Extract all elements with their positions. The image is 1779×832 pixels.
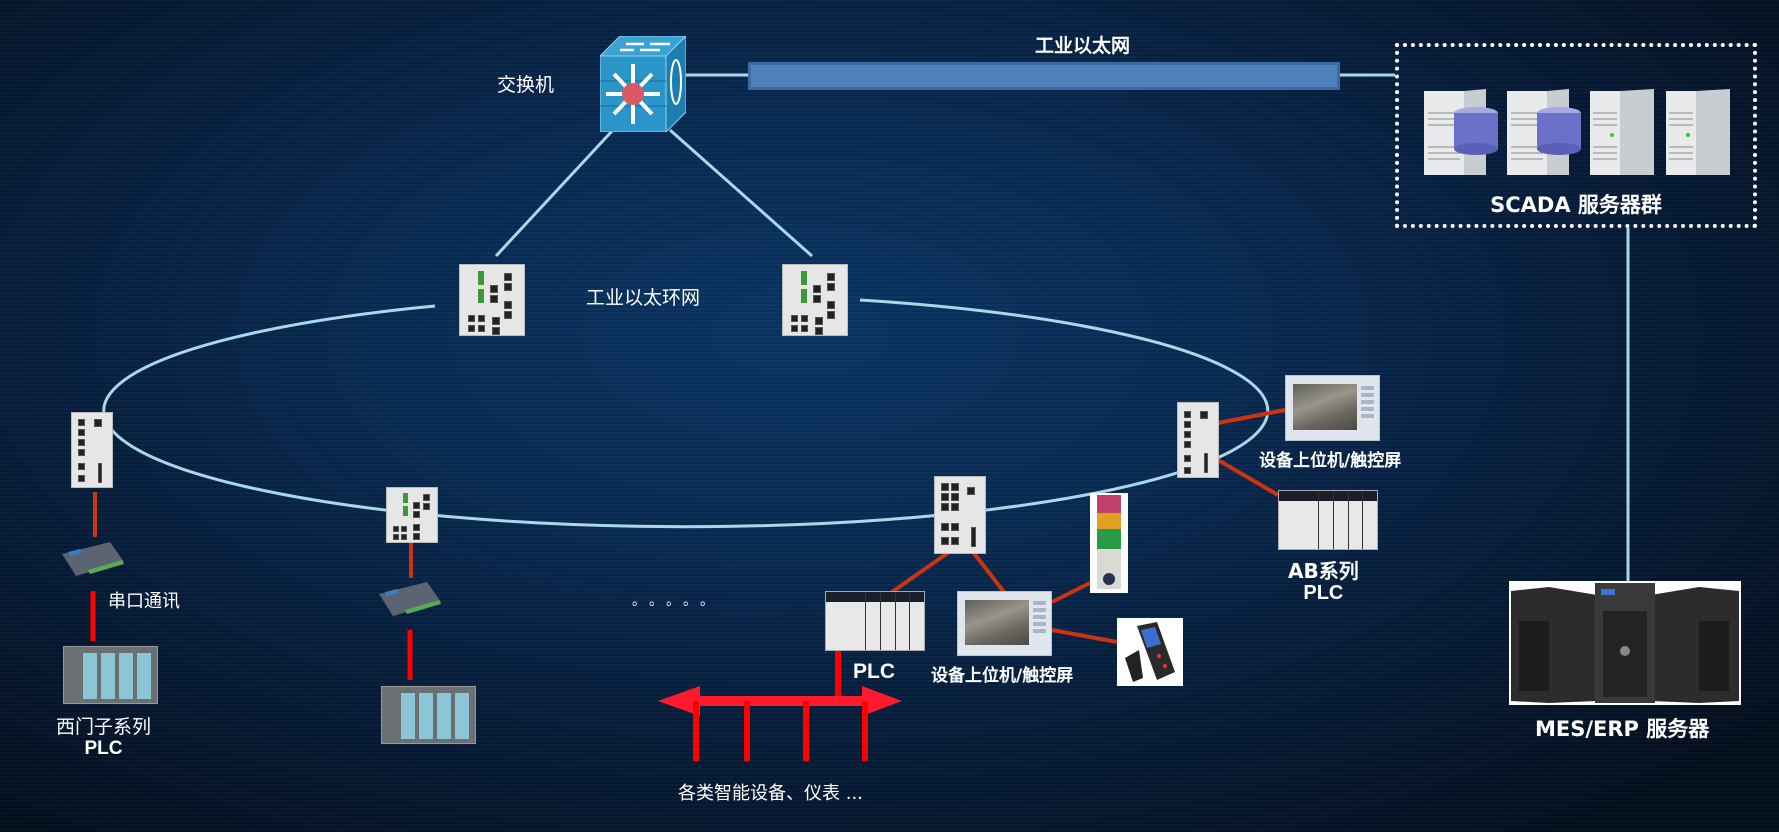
- right-hmi-label: 设备上位机/触控屏: [1259, 451, 1402, 471]
- fieldbus-double-arrow: [658, 686, 902, 716]
- link-core-to-ring-left: [494, 128, 615, 258]
- db-server-icon: [1424, 89, 1499, 179]
- link-core-to-ring-right: [669, 128, 813, 258]
- server-icon: [1590, 89, 1656, 179]
- fieldbus-devices-label: 各类智能设备、仪表 ...: [678, 783, 863, 804]
- serial-communication-label: 串口通讯: [108, 591, 180, 612]
- link-hmi-to-stacklight: [1051, 581, 1091, 604]
- db-server-icon: [1507, 89, 1582, 179]
- fieldbus-arrow: [658, 651, 902, 761]
- siemens-plc-mid[interactable]: [381, 686, 476, 744]
- stack-light-icon[interactable]: [1090, 493, 1128, 593]
- core-switch-label: 交换机: [497, 74, 555, 96]
- ring-switch-mid-left[interactable]: [386, 487, 438, 543]
- ring-switch-top-left[interactable]: [459, 264, 525, 336]
- scada-label: SCADA 服务器群: [1490, 193, 1662, 217]
- mes-erp-servers[interactable]: [1509, 581, 1741, 705]
- ring-switch-top-right[interactable]: [782, 264, 848, 336]
- handheld-scanner-icon[interactable]: [1117, 618, 1183, 686]
- ring-switch-right[interactable]: [1177, 402, 1219, 478]
- center-plc-label: PLC: [853, 660, 895, 683]
- center-plc[interactable]: [825, 591, 925, 651]
- siemens-plc-left[interactable]: [63, 646, 158, 704]
- ring-network-line: [102, 298, 1270, 529]
- ring-network-label: 工业以太环网: [586, 287, 701, 309]
- link-sw-to-center-plc: [890, 548, 954, 594]
- link-sw-to-right-hmi: [1217, 408, 1286, 425]
- serial-io-module-left[interactable]: [60, 540, 126, 580]
- link-hmi-to-scanner: [1051, 628, 1118, 644]
- right-hmi-touchscreen[interactable]: [1285, 375, 1380, 441]
- server-icon: [1666, 89, 1732, 179]
- link-sw-to-center-hmi: [971, 550, 1006, 594]
- siemens-plc-label: 西门子系列 PLC: [56, 716, 152, 759]
- ab-plc-label: AB系列 PLC: [1288, 559, 1359, 604]
- more-devices-ellipsis: 。。。。。: [632, 593, 724, 609]
- ring-switch-left[interactable]: [71, 412, 113, 488]
- center-hmi-touchscreen[interactable]: [957, 591, 1052, 656]
- center-hmi-label: 设备上位机/触控屏: [931, 666, 1074, 686]
- ring-switch-center[interactable]: [934, 476, 986, 554]
- serial-io-module-mid[interactable]: [377, 580, 443, 620]
- mes-erp-label: MES/ERP 服务器: [1535, 717, 1710, 741]
- layer3-switch-icon[interactable]: [598, 34, 688, 134]
- industrial-ethernet-bar: [748, 62, 1340, 90]
- scada-server-group[interactable]: SCADA 服务器群: [1395, 43, 1757, 228]
- link-sw-to-ab-plc: [1216, 458, 1280, 497]
- ab-plc[interactable]: [1278, 490, 1378, 550]
- industrial-ethernet-label: 工业以太网: [1035, 35, 1131, 57]
